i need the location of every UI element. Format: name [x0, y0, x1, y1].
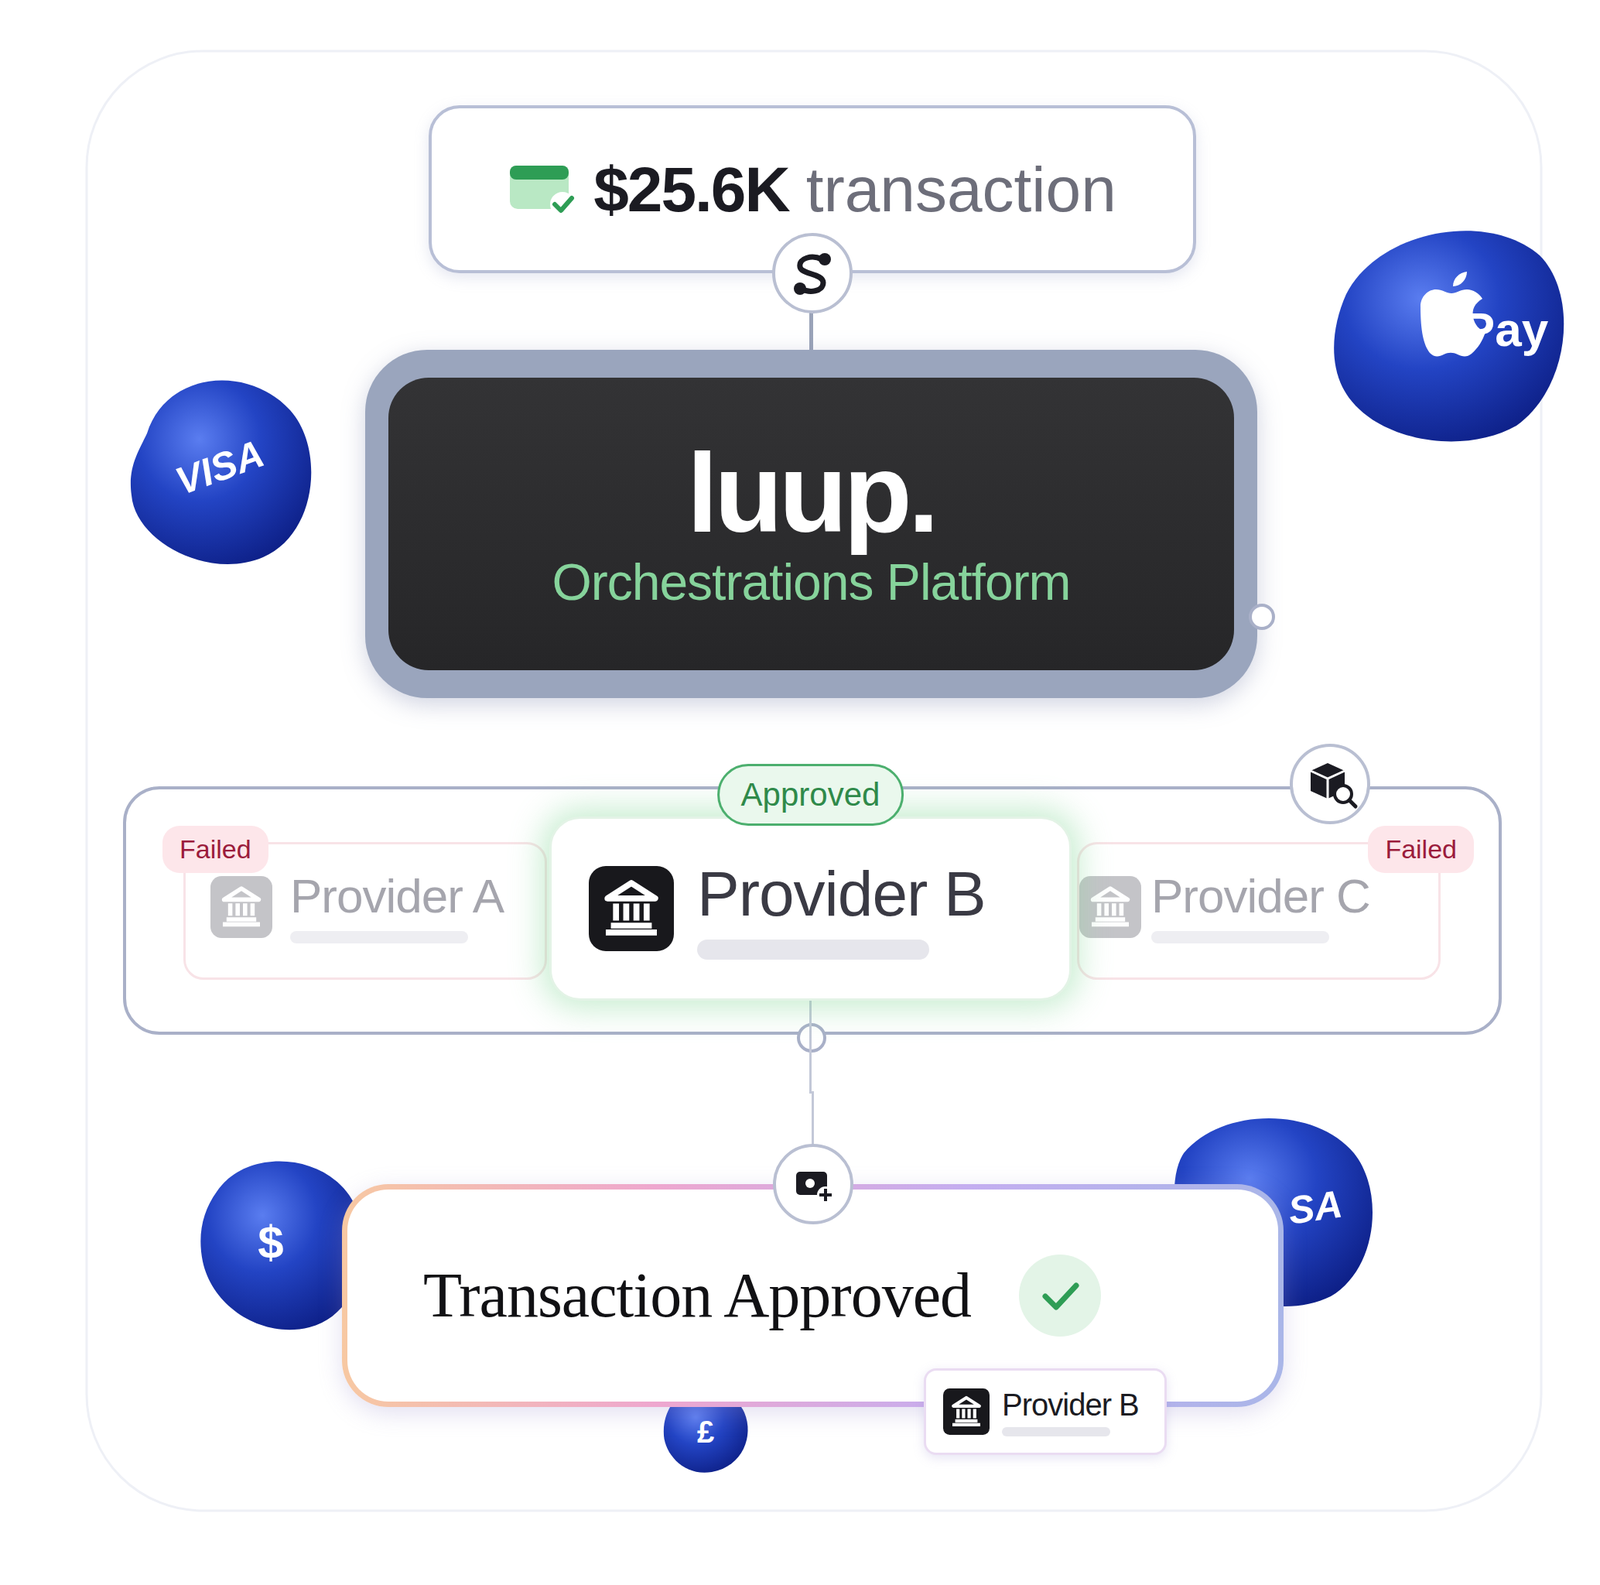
- provider-card: FailedProvider A: [183, 841, 548, 980]
- provider-text-column: Provider B: [1001, 1386, 1139, 1436]
- card-brand: SA: [1285, 1183, 1345, 1230]
- visa-blob: [130, 379, 312, 565]
- currency-symbol: $: [257, 1219, 284, 1266]
- result-text: Transaction Approved: [423, 1260, 971, 1330]
- status-tag: Failed: [162, 825, 269, 873]
- provider-tag: Provider B: [923, 1367, 1167, 1455]
- provider-text-column: Provider C: [1151, 868, 1371, 944]
- placeholder-bar: [1151, 930, 1330, 944]
- amount-text: $25.6K: [593, 153, 789, 226]
- provider-name: Provider C: [1151, 868, 1371, 924]
- bank-icon: [210, 875, 273, 938]
- amount-box: $25.6Ktransaction: [428, 105, 1197, 274]
- apple-pay-blob: [1333, 230, 1564, 442]
- provider-text-column: Provider A: [290, 868, 504, 944]
- provider-card: FailedProvider C: [1076, 841, 1441, 980]
- bank-icon: [1079, 875, 1142, 938]
- outer-panel: [86, 51, 1542, 1511]
- blue-blobs: [130, 230, 1564, 1472]
- dollar-blob: [200, 1161, 363, 1330]
- bank-icon: [588, 865, 674, 951]
- wallet-name: Pay: [1463, 305, 1549, 354]
- amount-caption: transaction: [806, 153, 1117, 226]
- connection-dot: [1246, 601, 1278, 633]
- brand-name: luup.: [687, 437, 936, 550]
- platform-box: luup.Orchestrations Platform: [365, 349, 1258, 698]
- placeholder-bar: [290, 930, 469, 944]
- bank-icon: [943, 1388, 990, 1435]
- check-badge: [1017, 1252, 1103, 1338]
- platform-inner: luup.Orchestrations Platform: [388, 377, 1235, 671]
- provider-text-column: Provider B: [697, 857, 986, 960]
- status-tag: Failed: [1367, 825, 1474, 873]
- provider-name: Provider A: [290, 868, 504, 924]
- provider-card-approved: ApprovedProvider B: [549, 816, 1072, 1001]
- status-tag: Approved: [717, 763, 905, 826]
- card-check-icon: [508, 160, 577, 219]
- provider-name: Provider B: [1001, 1386, 1139, 1423]
- brand-subtitle: Orchestrations Platform: [551, 553, 1071, 611]
- currency-symbol: £: [697, 1415, 715, 1447]
- payment-add-icon: [771, 1141, 855, 1226]
- placeholder-bar: [1001, 1426, 1111, 1436]
- search-package-icon: [1291, 745, 1369, 823]
- route-icon: [770, 231, 855, 315]
- provider-name: Provider B: [697, 857, 986, 930]
- placeholder-bar: [697, 939, 930, 960]
